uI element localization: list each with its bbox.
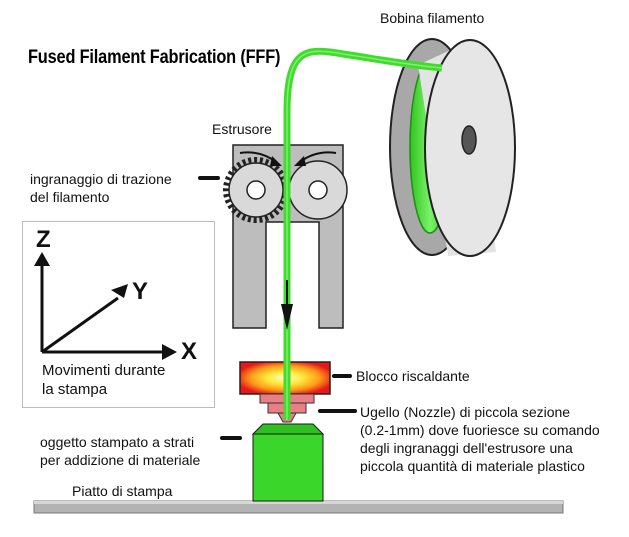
filament [283,47,443,420]
spool-label: Bobina filamento [380,10,485,26]
axis-caption-line2: la stampa [42,381,108,398]
axis-legend-box [22,221,215,408]
print-bed-label: Piatto di stampa [72,483,173,499]
print-bed [33,500,564,514]
printed-object-label-line1: oggetto stampato a strati [40,434,195,450]
drive-gear-label-line1: ingranaggio di trazione [30,171,172,187]
drive-gear-label: ingranaggio di trazione del filamento [30,170,172,206]
nozzle-label-line3: degli ingranaggi dell'estrusore una [360,440,573,456]
diagram-title: Fused Filament Fabrication (FFF) [28,47,281,68]
printed-object [251,423,325,502]
y-axis-label: Y [132,278,149,305]
nozzle-label-line1: Ugello (Nozzle) di piccola sezione [360,404,571,420]
leader-lines [198,176,357,440]
nozzle-label-line4: piccola quantità di materiale plastico [360,458,585,474]
drive-gear-right [288,160,348,220]
z-axis-label: Z [36,226,51,253]
printed-object-label-line2: per addizione di materiale [40,452,201,468]
feed-arrow [281,280,293,330]
gear-rotation-arrows [239,151,337,166]
drive-gear-label-line2: del filamento [30,189,110,205]
axis-arrows [34,252,177,360]
axis-caption-line1: Movimenti durante [42,362,166,379]
printed-object-label: oggetto stampato a strati per addizione … [40,433,200,469]
nozzle-label: Ugello (Nozzle) di piccola sezione (0.2-… [360,403,600,475]
heater-block-label: Blocco riscaldante [356,368,470,384]
axis-caption: Movimenti durante la stampa [42,361,165,399]
x-axis-label: X [181,338,198,365]
nozzle-label-line2: (0.2-1mm) dove fuoriesce su comando [360,422,600,438]
extruder-label: Estrusore [212,121,272,137]
filament-spool [389,38,516,257]
drive-gear-left [223,157,289,223]
